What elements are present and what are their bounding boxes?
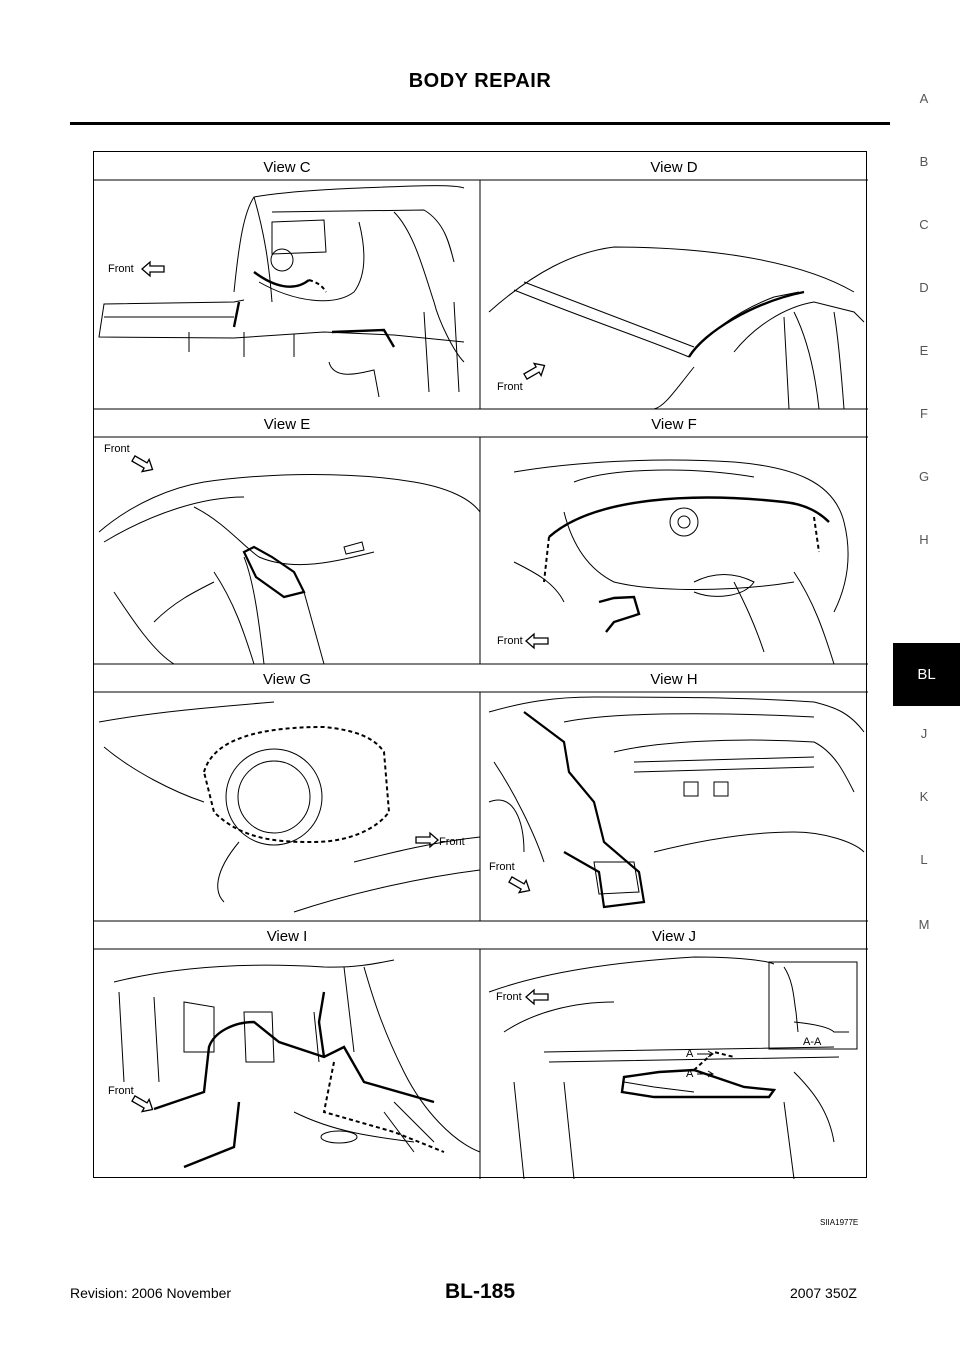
view-c-drawing: [98, 185, 465, 398]
view-c-weld-line: [232, 271, 396, 348]
view-d-front-arrow-icon: [521, 358, 549, 384]
view-e-drawing: [98, 474, 481, 665]
view-e-label: View E: [264, 416, 310, 433]
view-h-label: View H: [650, 671, 697, 688]
figure-grid: [94, 179, 868, 1179]
view-i-weld-line: [153, 991, 435, 1169]
view-i-label: View I: [267, 928, 308, 945]
view-i-front-arrow-icon: [129, 1091, 157, 1117]
view-h-front-label: Front: [489, 861, 515, 873]
view-e-weld-line: [242, 545, 306, 599]
view-g-label: View G: [263, 671, 311, 688]
view-h-front-arrow-icon: [506, 872, 534, 898]
index-tab-m[interactable]: M: [918, 917, 930, 932]
section-aa-label: A-A: [803, 1036, 822, 1048]
view-j-label: View J: [652, 928, 696, 945]
index-tab-bl-active[interactable]: BL: [893, 643, 960, 706]
footer-revision: Revision: 2006 November: [70, 1285, 232, 1301]
view-c-front-arrow-icon: [141, 261, 165, 277]
view-i-front-label: Front: [108, 1085, 134, 1097]
view-j-drawing: [488, 956, 858, 1179]
view-g-front-label: Front: [439, 836, 465, 848]
figure-code: SIIA1977E: [820, 1218, 859, 1227]
index-tab-c[interactable]: C: [919, 217, 929, 232]
views-figure: View C View D View E View F View G View …: [93, 151, 868, 1179]
index-tab-e[interactable]: E: [919, 343, 929, 358]
view-f-front-arrow-icon: [525, 633, 549, 649]
view-h-drawing: [488, 696, 865, 895]
page-title: BODY REPAIR: [408, 70, 552, 92]
index-tab-f[interactable]: F: [920, 406, 928, 421]
view-i-dash-line: [322, 1061, 445, 1153]
view-f-dash-line: [543, 516, 820, 583]
views-figure-svg: View C View D View E View F View G View …: [94, 159, 868, 1179]
view-j-front-label: Front: [496, 991, 522, 1003]
view-d-weld-line: [687, 290, 805, 358]
view-g-drawing: [98, 701, 481, 913]
index-tab-l[interactable]: L: [920, 852, 928, 867]
view-j-dash-line: [693, 1050, 735, 1071]
section-a-label-upper: A: [686, 1048, 694, 1060]
section-a-arrow-icon: [697, 1050, 714, 1078]
header-rule: [70, 122, 890, 125]
index-tab-b[interactable]: B: [919, 154, 929, 169]
index-tab-d[interactable]: D: [919, 280, 929, 295]
view-e-front-label: Front: [104, 443, 130, 455]
view-j-front-arrow-icon: [525, 989, 549, 1005]
view-d-label: View D: [650, 159, 697, 176]
view-f-drawing: [513, 459, 849, 665]
view-i-drawing: [113, 959, 481, 1153]
view-f-lower-weld: [598, 595, 641, 633]
index-tab-g[interactable]: G: [918, 469, 930, 484]
index-tab-a[interactable]: A: [919, 91, 929, 106]
view-c-dash-line: [308, 279, 327, 293]
view-h-weld-line: [523, 711, 646, 909]
view-e-front-arrow-icon: [129, 451, 157, 477]
view-f-front-label: Front: [497, 635, 523, 647]
view-d-front-label: Front: [497, 381, 523, 393]
view-f-label: View F: [651, 416, 697, 433]
view-c-front-label: Front: [108, 263, 134, 275]
index-tab-k[interactable]: K: [919, 789, 929, 804]
view-d-drawing: [488, 246, 865, 410]
index-tab-h[interactable]: H: [919, 532, 929, 547]
view-f-weld-line: [548, 496, 830, 538]
view-g-dash-outline: [202, 725, 391, 844]
index-tab-j[interactable]: J: [920, 726, 928, 741]
view-j-weld-line: [620, 1068, 777, 1099]
view-c-label: View C: [263, 159, 310, 176]
section-a-label-lower: A: [686, 1068, 694, 1080]
footer-model: 2007 350Z: [790, 1285, 857, 1301]
footer-page-number: BL-185: [444, 1280, 516, 1303]
